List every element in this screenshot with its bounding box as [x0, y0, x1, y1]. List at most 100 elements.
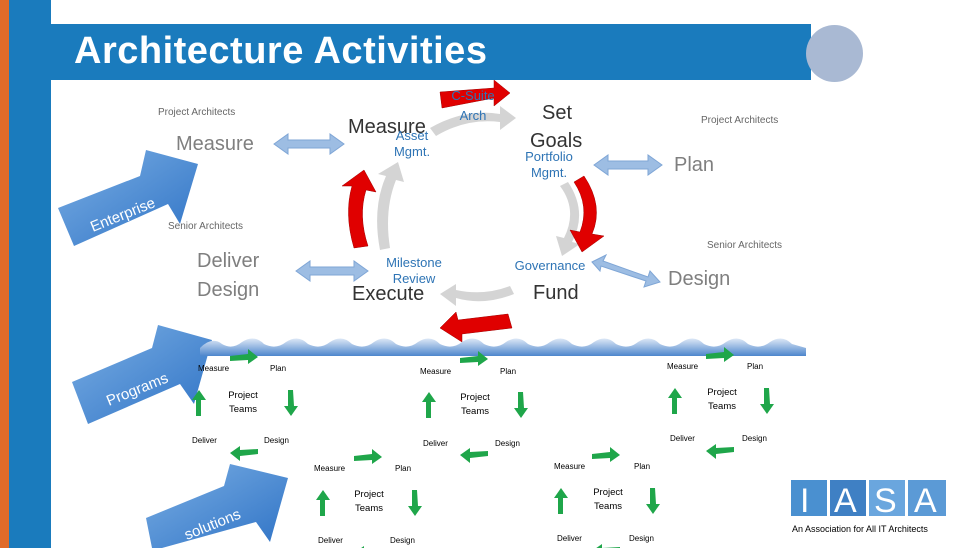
center-goals: Goals: [530, 130, 583, 152]
cycle-measure: Measure: [314, 464, 346, 473]
portfolio-line2: Mgmt.: [530, 165, 568, 180]
csuite-label: C-Suite Arch: [443, 88, 503, 124]
page-title: Architecture Activities: [74, 30, 488, 72]
cycle-measure: Measure: [420, 367, 452, 376]
gray-arrow-left: [377, 162, 404, 250]
cycle-center-line2: Teams: [594, 501, 622, 512]
red-arrow-top: [439, 79, 511, 109]
iasa-logo: I A S A: [791, 480, 946, 520]
cycle-center-line1: Project: [460, 392, 490, 403]
csuite-line2: Arch: [459, 108, 487, 123]
green-cycle-arrow-right: [514, 392, 528, 418]
outer-deliver-design: Design: [197, 279, 260, 301]
red-arrow-right: [569, 175, 605, 253]
center-execute: Execute: [352, 283, 425, 305]
cycle-deliver: Deliver: [670, 434, 695, 443]
title-band: [51, 24, 811, 80]
cycle-center-line1: Project: [707, 387, 737, 398]
cycle-plan: Plan: [500, 367, 517, 376]
cycle-deliver: Deliver: [557, 534, 582, 543]
green-cycle-arrow-left: [554, 488, 568, 514]
cycle-deliver: Deliver: [318, 536, 343, 545]
red-arrow-left: [341, 169, 377, 249]
cycle-design: Design: [629, 534, 654, 543]
cycle-center: Project Teams: [583, 486, 633, 514]
double-arrow-measure: [273, 133, 345, 155]
double-arrow-deliver: [295, 260, 369, 282]
cycle-center-line2: Teams: [355, 503, 383, 514]
green-cycle-arrow-left: [422, 392, 436, 418]
cycle-measure: Measure: [554, 462, 586, 471]
cycle-center-line1: Project: [593, 487, 623, 498]
green-cycle-arrow-bottom: [706, 444, 734, 459]
cycle-plan: Plan: [747, 362, 764, 371]
double-arrow-design: [591, 253, 661, 288]
double-arrow-plan: [593, 154, 663, 176]
solutions-arrow: [146, 464, 288, 548]
outer-deliver: Deliver: [197, 250, 260, 272]
cycle-design: Design: [495, 439, 520, 448]
green-cycle-arrow-left: [316, 490, 330, 516]
cycle-center: Project Teams: [450, 391, 500, 419]
programs-arrow: [72, 325, 212, 424]
role-project-architects-right: Project Architects: [701, 115, 779, 126]
cycle-measure: Measure: [667, 362, 699, 371]
cycle-center-line2: Teams: [229, 404, 257, 415]
green-cycle-arrow-top: [592, 447, 620, 462]
iasa-tagline: An Association for All IT Architects: [792, 524, 928, 534]
cycle-design: Design: [742, 434, 767, 443]
milestone-review-label: Milestone Review: [378, 255, 450, 287]
green-cycle-arrow-right: [408, 490, 422, 516]
center-fund: Fund: [533, 282, 579, 304]
cycle-design: Design: [264, 436, 289, 445]
governance-label: Governance: [514, 258, 586, 273]
asset-mgmt-label: Asset Mgmt.: [386, 128, 438, 160]
iasa-letter-i: I: [800, 482, 809, 520]
cycle-center: Project Teams: [697, 386, 747, 414]
cycle-center-line1: Project: [228, 390, 258, 401]
gray-arrow-right: [556, 182, 580, 256]
milestone-line2: Review: [392, 271, 436, 286]
cycle-deliver: Deliver: [423, 439, 448, 448]
portfolio-mgmt-label: Portfolio Mgmt.: [518, 149, 580, 181]
portfolio-line1: Portfolio: [525, 149, 573, 164]
cycle-plan: Plan: [634, 462, 651, 471]
role-project-architects-left: Project Architects: [158, 107, 236, 118]
cycle-deliver: Deliver: [192, 436, 217, 445]
csuite-line1: C-Suite: [451, 88, 495, 103]
cycle-plan: Plan: [395, 464, 412, 473]
asset-line1: Asset: [395, 128, 429, 143]
left-blue-bar: [9, 0, 51, 548]
cycle-measure: Measure: [198, 364, 230, 373]
iasa-letter-a2: A: [914, 482, 937, 520]
green-cycle-arrow-left: [668, 388, 682, 414]
role-senior-architects-left: Senior Architects: [168, 221, 244, 232]
cycle-center-line2: Teams: [461, 406, 489, 417]
role-senior-architects-right: Senior Architects: [707, 240, 783, 251]
green-cycle-arrow-bottom: [230, 446, 258, 461]
gray-arrow-bottom: [440, 284, 514, 306]
cycle-center: Project Teams: [218, 389, 268, 417]
left-accent-bar: [0, 0, 9, 548]
green-cycle-arrow-top: [230, 349, 258, 364]
green-cycle-arrow-right: [284, 390, 298, 416]
cycle-design: Design: [390, 536, 415, 545]
green-cycle-arrow-right: [760, 388, 774, 414]
title-circle-decoration: [806, 25, 863, 82]
red-arrow-bottom: [439, 311, 513, 343]
green-cycle-arrow-left: [192, 390, 206, 416]
green-cycle-arrow-right: [646, 488, 660, 514]
iasa-letter-a1: A: [834, 482, 857, 520]
waves-divider: [200, 338, 806, 356]
gray-arrow-top: [430, 106, 516, 136]
cycle-center: Project Teams: [344, 488, 394, 516]
center-set: Set: [542, 102, 573, 124]
cycle-center-line1: Project: [354, 489, 384, 500]
outer-plan: Plan: [674, 154, 715, 176]
outer-measure: Measure: [176, 133, 254, 155]
enterprise-arrow: [58, 150, 198, 246]
green-cycle-arrow-top: [460, 351, 488, 366]
cycle-center-line2: Teams: [708, 401, 736, 412]
asset-line2: Mgmt.: [393, 144, 431, 159]
